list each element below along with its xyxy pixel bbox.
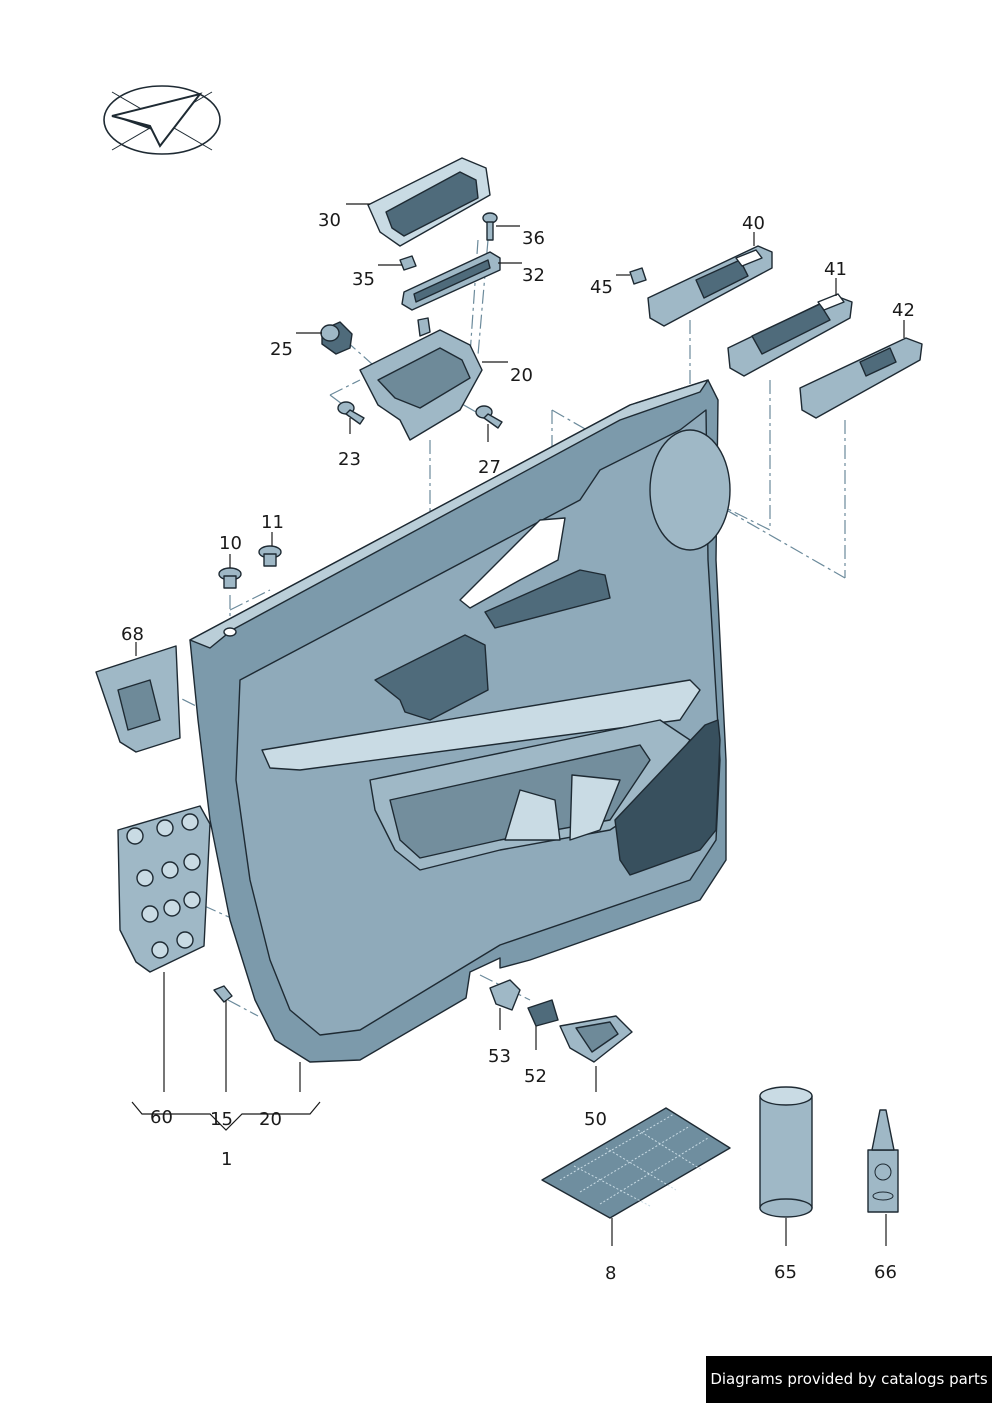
callout-45: 45 <box>590 277 613 298</box>
footer-credit-banner: Diagrams provided by catalogs parts <box>706 1356 992 1403</box>
callout-8: 8 <box>605 1263 616 1284</box>
callout-60: 60 <box>150 1107 173 1128</box>
part-11-plug <box>258 545 282 567</box>
callout-labels: 30 36 35 32 25 20 23 27 40 41 42 45 10 1… <box>121 210 915 1284</box>
part-36-screw <box>482 212 498 241</box>
part-40-window-switch <box>647 245 773 327</box>
callout-52: 52 <box>524 1066 547 1087</box>
part-25-holder <box>320 321 353 355</box>
part-53-clip <box>489 979 521 1011</box>
callout-32: 32 <box>522 265 545 286</box>
callout-66: 66 <box>874 1262 897 1283</box>
part-50-pocket <box>559 1015 633 1063</box>
part-30-tray <box>367 157 491 247</box>
part-60-clip-carrier <box>117 805 211 973</box>
part-20-bracket <box>359 317 483 441</box>
leader-lines <box>131 203 905 1246</box>
callout-42: 42 <box>892 300 915 321</box>
part-15-clip <box>213 985 233 1003</box>
callout-36: 36 <box>522 228 545 249</box>
part-66-bottle <box>867 1109 899 1213</box>
part-8-mesh-mat <box>541 1107 731 1219</box>
callout-27: 27 <box>478 457 501 478</box>
callout-68: 68 <box>121 624 144 645</box>
part-52-clip <box>527 999 559 1027</box>
part-23-screw <box>337 401 365 425</box>
part-68-block <box>95 645 181 753</box>
part-32-switch-bar <box>401 251 501 311</box>
callout-20-bottom: 20 <box>259 1109 282 1130</box>
callout-35: 35 <box>352 269 375 290</box>
callout-1: 1 <box>221 1149 232 1170</box>
door-trim-panel <box>189 379 731 1063</box>
callout-15: 15 <box>210 1109 233 1130</box>
callout-41: 41 <box>824 259 847 280</box>
callout-30: 30 <box>318 210 341 231</box>
part-27-screw <box>475 405 503 429</box>
part-65-roll <box>759 1086 813 1218</box>
part-41-window-switch <box>727 293 853 377</box>
callout-11: 11 <box>261 512 284 533</box>
callout-23: 23 <box>338 449 361 470</box>
part-45-clip <box>629 267 647 285</box>
part-35-clip <box>399 255 417 271</box>
callout-53: 53 <box>488 1046 511 1067</box>
part-42-window-switch <box>799 337 923 419</box>
part-10-plug <box>218 567 242 589</box>
orientation-symbol <box>103 85 221 155</box>
callout-10: 10 <box>219 533 242 554</box>
callout-20-top: 20 <box>510 365 533 386</box>
callout-65: 65 <box>774 1262 797 1283</box>
callout-40: 40 <box>742 213 765 234</box>
callout-25: 25 <box>270 339 293 360</box>
callout-50: 50 <box>584 1109 607 1130</box>
